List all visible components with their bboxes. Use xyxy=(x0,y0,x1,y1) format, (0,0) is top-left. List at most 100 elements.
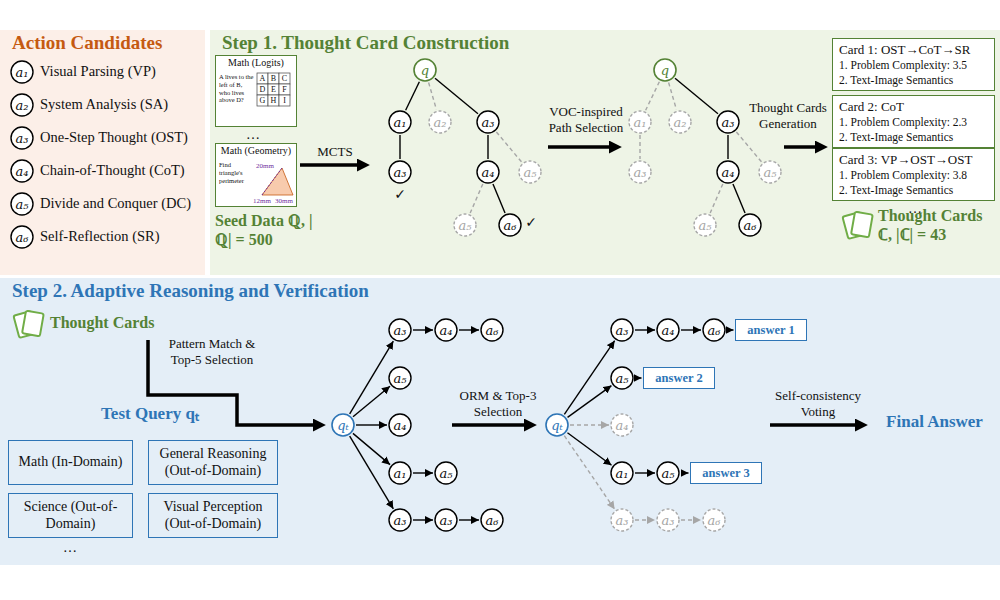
node-symbol: a₄ xyxy=(616,419,629,432)
domain-box: Science (Out-of-Domain) xyxy=(8,493,133,538)
action-node: a₆ xyxy=(10,225,34,249)
text-label: Divide and Conquer (DC) xyxy=(40,195,205,212)
seed-question: A lives to the left of B, who lives abov… xyxy=(219,73,255,104)
card-line: 1. Problem Complexity: 3.8 xyxy=(839,168,988,182)
node-symbol: a₄ xyxy=(722,166,735,179)
connector xyxy=(727,329,734,330)
node-symbol: a₅ xyxy=(440,467,453,480)
node-symbol: a₆ xyxy=(744,219,757,232)
node-symbol: a₅ xyxy=(524,166,537,179)
panel-title: Step 2. Adaptive Reasoning and Verificat… xyxy=(12,280,988,302)
seed-ground xyxy=(215,55,297,127)
text-label: H xyxy=(268,95,279,106)
node-symbol: a₄ xyxy=(482,166,495,179)
query-node: qₜ xyxy=(545,413,569,437)
text-label: Test Query qₜ xyxy=(70,404,230,424)
text-label: 12mm xyxy=(250,197,274,205)
text-label: VOC-inspired Path Selection xyxy=(546,104,626,135)
connector xyxy=(470,184,483,213)
domain-text: Science (Out-of-Domain) xyxy=(13,499,128,533)
card-heading: Card 3: VP→OST→OST xyxy=(839,152,988,168)
node-symbol: a₃ xyxy=(394,324,407,337)
action-node: a₃ xyxy=(10,126,34,150)
node-symbol: a₆ xyxy=(708,324,721,337)
text-label: Seed Data ℚ, |ℚ| = 500 xyxy=(215,211,315,249)
node-symbol: a₄ xyxy=(16,165,29,178)
text-label: Visual Parsing (VP) xyxy=(40,63,205,80)
action-node: a₄ xyxy=(388,413,412,437)
text-label: Thought Cards Generation xyxy=(746,100,830,131)
domain-box: Math (In-Domain) xyxy=(8,440,133,485)
connector xyxy=(353,433,390,464)
text-label: A xyxy=(257,73,268,84)
connector xyxy=(681,329,701,330)
connector xyxy=(487,135,488,159)
node-symbol: a₆ xyxy=(16,231,29,244)
node-symbol: a₃ xyxy=(616,514,629,527)
node-symbol: a₅ xyxy=(394,372,407,385)
node-symbol: a₁ xyxy=(16,66,29,79)
node-symbol: a₁ xyxy=(634,116,647,129)
connector xyxy=(635,519,655,520)
action-node: a₄ xyxy=(434,318,458,342)
action-node: a₆ xyxy=(480,318,504,342)
connector xyxy=(459,519,479,520)
connector xyxy=(459,329,479,330)
node-symbol: a₃ xyxy=(16,132,29,145)
action-node: a₃ xyxy=(716,110,740,134)
connector xyxy=(406,82,420,111)
node-symbol: a₃ xyxy=(662,514,675,527)
panel-ground xyxy=(0,278,1000,565)
dimension-line xyxy=(262,168,282,195)
connector xyxy=(356,424,387,425)
connector xyxy=(496,132,521,162)
node-symbol: a₅ xyxy=(16,198,29,211)
action-node: a₅ xyxy=(388,366,412,390)
action-node: a₄ xyxy=(716,160,740,184)
text-label: … xyxy=(238,127,268,144)
answer-box: answer 1 xyxy=(735,319,807,341)
action-node: a₃ xyxy=(388,508,412,532)
connector xyxy=(646,82,660,111)
action-node: a₄ xyxy=(656,318,680,342)
connector xyxy=(564,436,614,510)
action-node: a₅ xyxy=(656,461,680,485)
node-symbol: qₜ xyxy=(551,419,563,432)
domain-text: Visual Perception (Out-of-Domain) xyxy=(153,499,273,533)
text-label: D xyxy=(257,84,268,95)
card-icon xyxy=(842,212,872,239)
text-label: Self-Reflection (SR) xyxy=(40,228,205,245)
logic-grid xyxy=(257,73,290,106)
node-symbol: a₅ xyxy=(459,219,472,232)
action-node: a₃ xyxy=(610,318,634,342)
node-symbol: a₁ xyxy=(616,467,629,480)
action-node: a₃ xyxy=(388,318,412,342)
node-symbol: a₄ xyxy=(662,324,675,337)
answer-text: answer 2 xyxy=(655,371,702,386)
query-node: q xyxy=(653,58,677,82)
text-label: 30mm xyxy=(272,197,296,205)
pruned-node: a₃ xyxy=(628,160,652,184)
card-heading: Card 2: CoT xyxy=(839,99,988,115)
node-symbol: q xyxy=(421,64,429,77)
node-symbol: a₃ xyxy=(616,324,629,337)
connector xyxy=(710,184,723,213)
text-label: Pattern Match & Top-5 Selection xyxy=(156,336,268,367)
connector xyxy=(639,135,640,159)
panel-title: Action Candidates xyxy=(12,32,193,54)
connector xyxy=(568,386,612,418)
answer-text: answer 3 xyxy=(702,466,749,481)
node-symbol: a₄ xyxy=(440,324,453,337)
action-node: a₆ xyxy=(702,318,726,342)
action-node: a₅ xyxy=(10,192,34,216)
seed-heading: Math (Geometry) xyxy=(216,145,296,157)
connector xyxy=(675,78,718,113)
action-node: a₃ xyxy=(388,160,412,184)
domain-box: Visual Perception (Out-of-Domain) xyxy=(148,493,278,538)
pruned-node: a₆ xyxy=(702,508,726,532)
action-node: a₃ xyxy=(476,110,500,134)
seed-ground xyxy=(215,143,297,207)
connector xyxy=(635,472,655,473)
pruned-node: a₃ xyxy=(610,508,634,532)
text-label: F xyxy=(279,84,290,95)
